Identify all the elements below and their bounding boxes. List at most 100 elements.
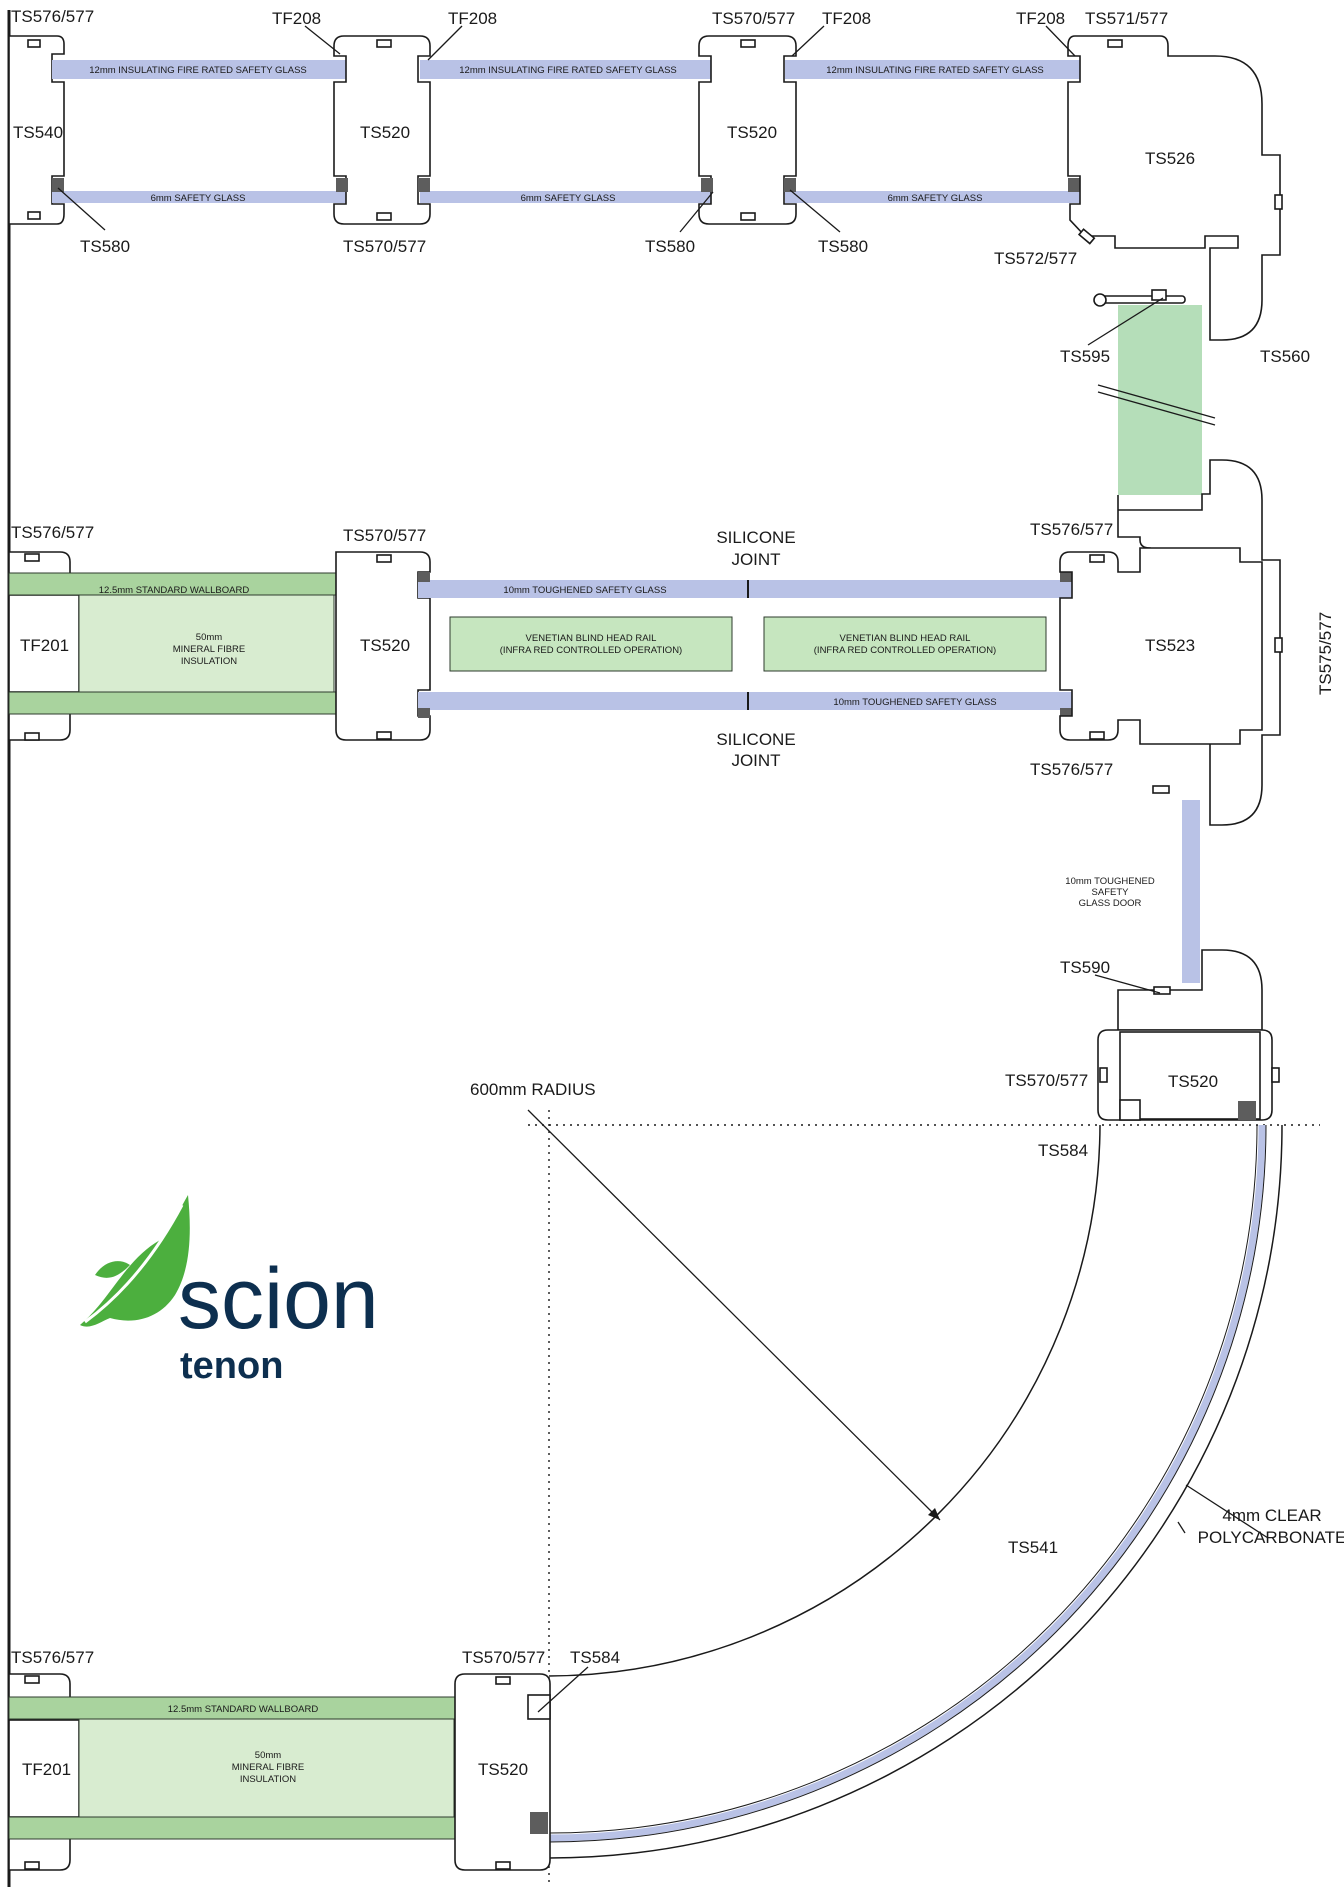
label: TS580 [645,237,695,256]
material-label: 12.5mm STANDARD WALLBOARD [99,585,250,596]
slot [24,1861,40,1870]
wallboard-bottom [8,1816,480,1840]
label: TS576/577 [11,7,94,26]
material-label: MINERAL FIBRE [173,644,246,655]
seal [418,178,430,192]
material-label: 50mm [255,1750,281,1761]
radius-arrowhead [928,1508,940,1520]
label: TF208 [272,9,321,28]
label: TS520 [1168,1072,1218,1091]
material-label: (INFRA RED CONTROLLED OPERATION) [500,645,682,656]
leaf-icon [80,1195,190,1327]
break-line [1097,384,1216,419]
slot [376,731,392,740]
label: TS576/577 [1030,520,1113,539]
seal [418,708,430,718]
leader [57,187,106,231]
polycarbonate-arc-edge [548,1124,1267,1843]
label: SILICONE [716,730,795,749]
leader [1177,1521,1186,1534]
label: TS570/577 [1005,1071,1088,1090]
label: TS571/577 [1085,9,1168,28]
label: TS570/577 [343,526,426,545]
label: TS570/577 [712,9,795,28]
ts540-post [8,35,65,225]
seal [52,178,64,192]
tf201-stud [8,594,80,693]
slot [1274,637,1283,653]
label: TS590 [1060,958,1110,977]
leader-lines [57,25,1269,1713]
slot [27,39,41,48]
slot [1153,986,1171,995]
label: JOINT [731,550,780,569]
label: POLYCARBONATE [1198,1528,1344,1547]
leaf-icon-small [95,1261,130,1278]
ts520-bot-post [454,1673,551,1871]
ts595-clip [1151,289,1167,301]
label: TS520 [727,123,777,142]
seal [701,178,713,192]
label: TS520 [360,123,410,142]
material-label: 12mm INSULATING FIRE RATED SAFETY GLASS [459,65,677,76]
polycarbonate-arc [548,1124,1266,1842]
material-label: INSULATION [181,656,237,667]
slot [24,1675,40,1684]
leader [789,189,841,233]
label: TS575/577 [1316,612,1335,695]
slot [1089,731,1105,740]
material-label: VENETIAN BLIND HEAD RAIL [840,633,971,644]
material-label: 6mm SAFETY GLASS [888,193,983,204]
slot [376,212,392,221]
label: TF201 [22,1760,71,1779]
leader [427,25,463,61]
slot [376,554,392,563]
label: TS576/577 [11,1648,94,1667]
label: TF208 [448,9,497,28]
polycarbonate-arc-edge [548,1124,1258,1834]
slot [740,39,756,48]
label: 4mm CLEAR [1222,1506,1321,1525]
ts520-inner [1119,1031,1261,1120]
label: TS580 [818,237,868,256]
label: TS523 [1145,636,1195,655]
glass-6mm-c [785,191,1083,203]
slot [1107,39,1123,48]
logo-brand-text: scion [178,1251,379,1347]
slot [740,212,756,221]
leader [304,25,341,55]
label: TS576/577 [11,523,94,542]
slot [27,211,41,220]
label: 600mm RADIUS [470,1080,596,1099]
ts520-post-a [333,35,431,225]
material-label: 10mm TOUGHENED SAFETY GLASS [833,697,996,708]
material-label: GLASS DOOR [1079,898,1142,909]
label: SILICONE [716,528,795,547]
seal [1238,1101,1256,1120]
leaf-vein-icon [84,1204,184,1324]
leader [1045,25,1076,57]
material-label: VENETIAN BLIND HEAD RAIL [526,633,657,644]
slot [376,39,392,48]
leader [791,25,825,57]
label: JOINT [731,751,780,770]
label: TS520 [478,1760,528,1779]
glass-10mm-bottom [418,692,1073,710]
slot [24,553,40,562]
ts526-post [1067,35,1281,341]
material-label: INSULATION [240,1774,296,1785]
material-label: 12.5mm STANDARD WALLBOARD [168,1704,319,1715]
glass-12mm-c [785,60,1083,79]
label: TS580 [80,237,130,256]
slot [495,1676,511,1685]
ts590-post [1117,949,1263,1031]
leader [679,191,714,233]
seal [336,178,348,192]
tf201-stud [8,1719,80,1818]
label: TS526 [1145,149,1195,168]
seal [1060,572,1072,582]
label: TS584 [1038,1141,1088,1160]
material-label: 12mm INSULATING FIRE RATED SAFETY GLASS [89,65,307,76]
material-label: 12mm INSULATING FIRE RATED SAFETY GLASS [826,65,1044,76]
ts520-mid-post [335,551,431,741]
